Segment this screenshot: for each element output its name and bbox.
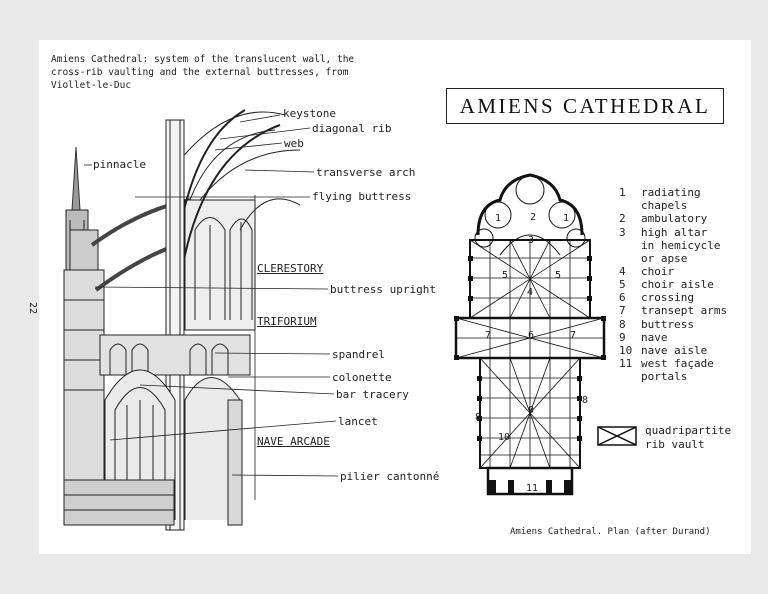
legend-item: 5 choir aisle: [619, 278, 714, 291]
leader-keystone: [239, 114, 281, 123]
legend-number: 1: [619, 186, 626, 199]
rib-vault-label: quadripartite rib vault: [645, 424, 732, 451]
legend-item: 2 ambulatory: [619, 212, 707, 225]
leader-diagonal-rib: [219, 127, 311, 140]
leader-buttress-upright: [94, 286, 329, 290]
label-buttress-upright: buttress upright: [330, 283, 436, 296]
legend-text: buttress: [641, 318, 694, 331]
legend-text: choir aisle: [641, 278, 714, 291]
legend-text: choir: [641, 265, 675, 278]
page-title: AMIENS CATHEDRAL: [446, 88, 724, 124]
leader-spandrel: [214, 352, 331, 355]
legend-text: nave: [641, 331, 668, 344]
figure-caption: Amiens Cathedral: system of the transluc…: [51, 54, 355, 91]
plan-number: 2: [530, 212, 537, 223]
legend-item: 1 radiating chapels: [619, 186, 701, 212]
plan-number: 5: [502, 270, 509, 281]
plan-caption: Amiens Cathedral. Plan (after Durand): [510, 527, 711, 537]
plan-number: 5: [555, 270, 562, 281]
rib-vault-legend-symbol: [597, 426, 637, 446]
label-clerestory: CLERESTORY: [257, 262, 324, 275]
legend-item: 8 buttress: [619, 318, 694, 331]
leader-lancet: [109, 420, 337, 441]
legend-number: 4: [619, 265, 626, 278]
plan-number: 3: [528, 235, 535, 246]
label-bar-tracery: bar tracery: [336, 388, 409, 401]
legend-number: 6: [619, 291, 626, 304]
outer-buttress: [63, 229, 105, 516]
legend-number: 7: [619, 304, 626, 317]
label-keystone: keystone: [283, 107, 336, 120]
plan-number: 10: [498, 432, 511, 443]
legend-number: 2: [619, 212, 626, 225]
label-web: web: [284, 137, 304, 150]
leader-transverse-arch: [244, 169, 315, 173]
plan-number: 6: [528, 330, 535, 341]
legend-number: 10: [619, 344, 633, 357]
plan-number: 1: [495, 213, 502, 224]
legend-text: west façade portals: [641, 357, 714, 383]
legend-number: 3: [619, 226, 626, 239]
legend-number: 5: [619, 278, 626, 291]
leader-bar-tracery: [139, 384, 335, 395]
legend-item: 6 crossing: [619, 291, 694, 304]
legend-item: 10 nave aisle: [619, 344, 707, 357]
leader-web: [214, 142, 283, 151]
label-diagonal-rib: diagonal rib: [312, 122, 392, 135]
legend-number: 9: [619, 331, 626, 344]
legend-item: 9 nave: [619, 331, 668, 344]
plan-number: 9: [528, 405, 535, 416]
legend-item: 4 choir: [619, 265, 674, 278]
label-triforium: TRIFORIUM: [257, 315, 317, 328]
legend-text: high altar in hemicycle or apse: [641, 226, 721, 265]
label-lancet: lancet: [338, 415, 378, 428]
legend-text: transept arms: [641, 304, 728, 317]
legend-text: nave aisle: [641, 344, 708, 357]
legend-item: 11 west façade portals: [619, 357, 714, 383]
plan-number: 7: [485, 330, 492, 341]
legend-item: 7 transept arms: [619, 304, 727, 317]
label-spandrel: spandrel: [332, 348, 385, 361]
plan-number: 8: [582, 395, 589, 406]
legend-number: 11: [619, 357, 633, 370]
plan-number: 1: [563, 213, 570, 224]
legend-text: radiating chapels: [641, 186, 701, 212]
plan-number: 4: [527, 287, 534, 298]
label-transverse-arch: transverse arch: [316, 166, 416, 179]
legend-item: 3 high altar in hemicycle or apse: [619, 226, 720, 265]
legend-text: crossing: [641, 291, 694, 304]
label-nave-arcade: NAVE ARCADE: [257, 435, 330, 448]
label-pilier-cantonne: pilier cantonné: [340, 470, 440, 483]
legend-number: 8: [619, 318, 626, 331]
leader-pilier: [231, 474, 339, 477]
plan-number: 7: [570, 330, 577, 341]
plan-number: 8: [475, 412, 482, 423]
label-pinnacle: pinnacle: [93, 158, 146, 171]
label-flying-buttress: flying buttress: [312, 190, 412, 203]
label-colonette: colonette: [332, 371, 392, 384]
legend-text: ambulatory: [641, 212, 708, 225]
plan-number: 11: [526, 483, 539, 494]
